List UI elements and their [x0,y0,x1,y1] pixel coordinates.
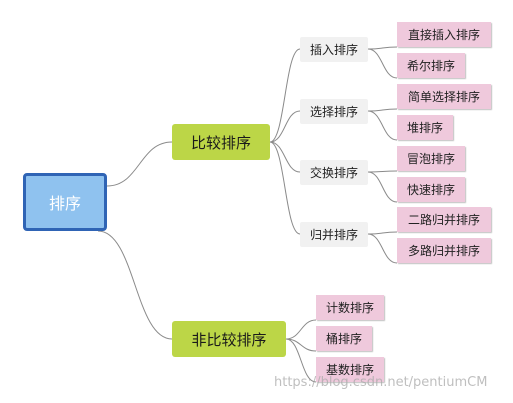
comparison-sort-node: 比较排序 [172,124,270,160]
watermark: https://blog.csdn.net/pentiumCM [274,375,488,390]
radix-sort-node: 基数排序 [316,357,384,382]
straight-insertion-sort-node: 直接插入排序 [397,22,491,47]
connector-group-2-leaf-0 [367,170,398,173]
connector-non-comparison-leaf-0 [285,319,317,340]
connector-group-1-leaf-1 [367,110,398,141]
simple-selection-sort-node: 简单选择排序 [397,84,491,109]
bucket-sort-node: 桶排序 [316,326,372,351]
connector-non-comparison-leaf-2 [285,338,317,383]
connector-group-3-leaf-0 [367,231,398,235]
connector-group-3-leaf-1 [367,233,398,264]
connector-comparison-group-0 [269,48,301,143]
insertion-sort-node: 插入排序 [300,37,368,62]
connector-group-0-leaf-1 [367,48,398,79]
connector-group-0-leaf-0 [367,46,398,50]
two-way-merge-sort-node: 二路归并排序 [397,207,491,232]
selection-sort-node: 选择排序 [300,99,368,124]
connector-comparison-group-2 [269,141,301,173]
heap-sort-node: 堆排序 [397,115,453,140]
merge-sort-node: 归并排序 [300,222,368,247]
quick-sort-node: 快速排序 [397,177,465,202]
counting-sort-node: 计数排序 [316,295,384,320]
root-node: 排序 [23,173,107,231]
bubble-sort-node: 冒泡排序 [397,146,465,171]
connector-group-1-leaf-0 [367,108,398,112]
non-comparison-sort-node: 非比较排序 [172,321,286,357]
shell-sort-node: 希尔排序 [397,53,465,78]
exchange-sort-node: 交换排序 [300,160,368,185]
connector-comparison-group-3 [269,141,301,235]
connector-group-2-leaf-1 [367,171,398,203]
multi-way-merge-sort-node: 多路归并排序 [397,238,491,263]
connector-root-comparison [106,141,173,187]
connector-comparison-group-1 [269,110,301,143]
connector-root-non-comparison [97,230,173,340]
